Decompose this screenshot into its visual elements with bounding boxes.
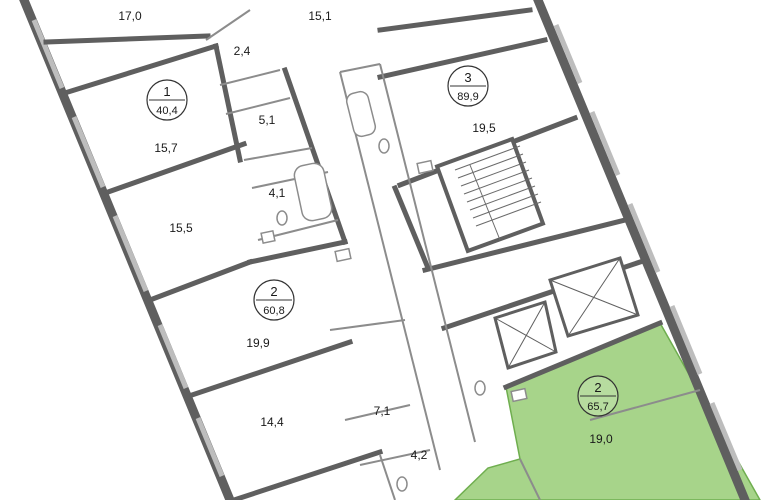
room-area-label: 15,7 — [154, 141, 178, 155]
windows — [31, 19, 743, 477]
room-area-label: 19,9 — [246, 336, 270, 350]
apartment-number: 3 — [464, 70, 471, 85]
room-area-label: 4,1 — [269, 186, 286, 200]
apartment-area: 89,9 — [457, 91, 478, 103]
room-area-label: 19,0 — [589, 432, 613, 446]
room-area-label: 15,1 — [308, 9, 332, 23]
apartment-badge[interactable]: 3 89,9 — [447, 65, 489, 107]
apartment-number: 2 — [594, 380, 601, 395]
partitions — [205, 9, 701, 500]
apartment-area: 40,4 — [156, 105, 177, 117]
room-area-label: 5,1 — [259, 113, 276, 127]
room-labels: 17,0 15,1 2,4 5,1 15,7 19,5 4,1 15,5 19,… — [118, 9, 613, 462]
room-area-label: 14,4 — [260, 415, 284, 429]
apartment-badge[interactable]: 2 60,8 — [253, 279, 295, 321]
apartment-number: 2 — [270, 284, 277, 299]
room-area-label: 15,5 — [169, 221, 193, 235]
apartment-number: 1 — [163, 84, 170, 99]
stair-icon — [434, 136, 546, 254]
sink-icon — [260, 159, 528, 403]
apartment-area: 60,8 — [263, 305, 284, 317]
apartment-area: 65,7 — [587, 401, 608, 413]
room-area-label: 7,1 — [374, 404, 391, 418]
room-area-label: 2,4 — [234, 44, 251, 58]
bathtub-icon — [293, 90, 377, 222]
apartment-badge[interactable]: 1 40,4 — [146, 79, 188, 121]
toilet-icon — [276, 138, 486, 492]
room-area-label: 19,5 — [472, 121, 496, 135]
room-area-label: 17,0 — [118, 9, 142, 23]
apartment-badge-selected[interactable]: 2 65,7 — [577, 375, 619, 417]
elevator-icon — [493, 256, 640, 370]
room-area-label: 4,2 — [411, 448, 428, 462]
interior-walls — [43, 7, 664, 500]
